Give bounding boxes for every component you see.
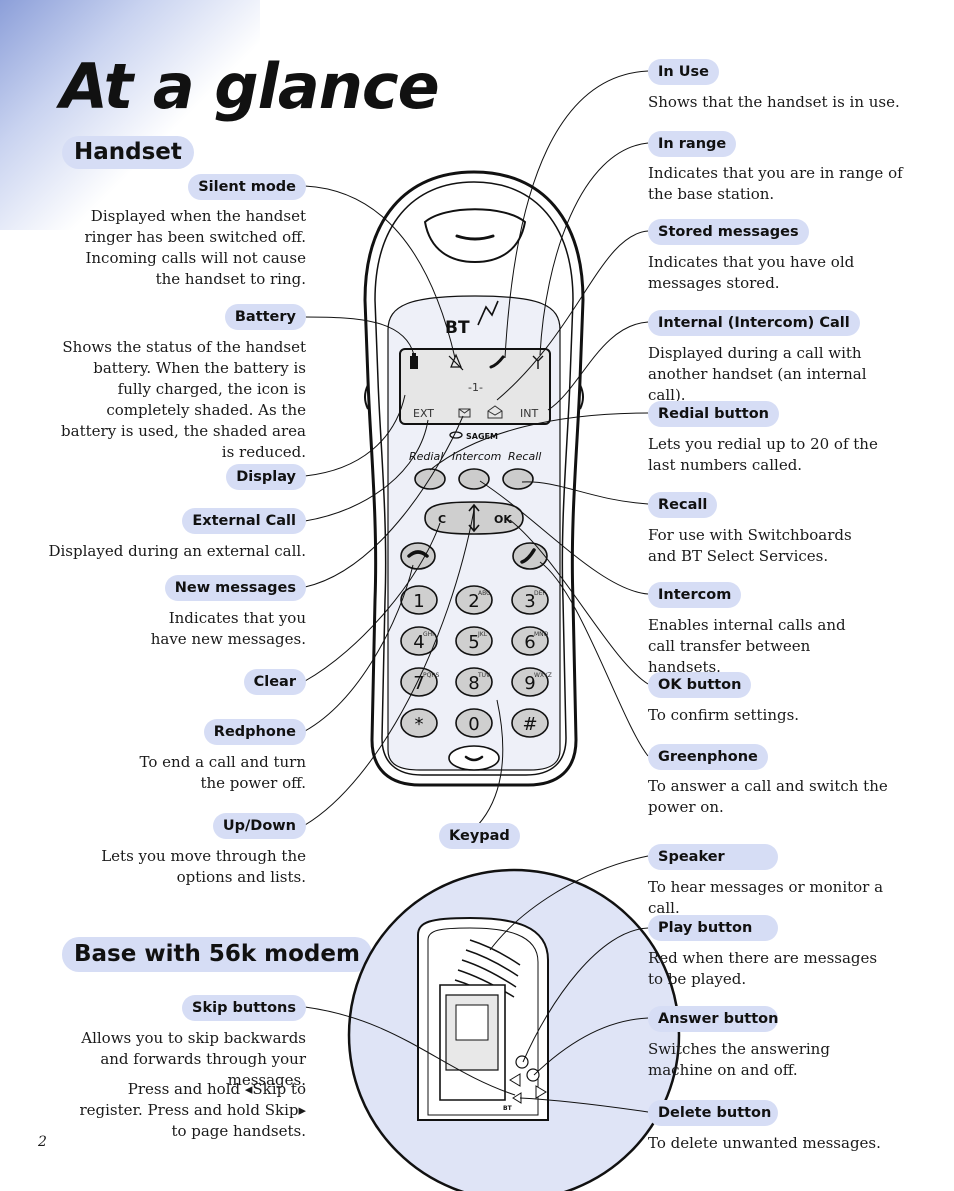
desc-silent-mode: Displayed when the handset ringer has be… bbox=[84, 207, 307, 288]
keypad-key: 0 bbox=[455, 708, 493, 738]
nav-ok-label: OK bbox=[494, 513, 512, 526]
label-battery: Battery bbox=[224, 304, 306, 330]
page-number: 2 bbox=[38, 1134, 47, 1150]
label-stored-messages: Stored messages bbox=[648, 219, 809, 245]
keypad-key: 1 bbox=[400, 585, 438, 615]
desc-answer-button: Switches the answering machine on and of… bbox=[648, 1040, 830, 1079]
screen-center-text: -1- bbox=[468, 381, 483, 394]
desc-in-range: Indicates that you are in range of the b… bbox=[648, 164, 903, 203]
page-title: At a glance bbox=[60, 50, 440, 123]
label-in-use: In Use bbox=[648, 59, 720, 85]
keypad-letters: PQRS bbox=[423, 672, 440, 679]
phone-brand: BT bbox=[445, 318, 470, 338]
label-answer-button: Answer button bbox=[648, 1006, 778, 1032]
desc-redphone: To end a call and turn the power off. bbox=[139, 753, 306, 792]
desc-ok-button: To confirm settings. bbox=[648, 706, 800, 724]
softkey-label-recall: Recall bbox=[508, 450, 541, 463]
keypad-digit: # bbox=[522, 714, 537, 735]
desc-greenphone: To answer a call and switch the power on… bbox=[648, 777, 888, 816]
leader-lines bbox=[304, 70, 649, 1113]
keypad-digit: 2 bbox=[468, 591, 479, 612]
section-heading-base: Base with 56k modem bbox=[62, 937, 372, 972]
keypad-digit: 9 bbox=[524, 673, 535, 694]
keypad-digit: 7 bbox=[413, 673, 424, 694]
desc-new-messages: Indicates that you have new messages. bbox=[150, 609, 306, 648]
label-up-down: Up/Down bbox=[212, 813, 306, 839]
base-illustration: BT bbox=[347, 868, 681, 1191]
label-redial-button: Redial button bbox=[648, 401, 780, 427]
keypad-digit: 3 bbox=[524, 591, 535, 612]
nav-clear-label: C bbox=[438, 513, 446, 526]
label-intercom: Intercom bbox=[648, 582, 742, 608]
svg-text:BT: BT bbox=[503, 1105, 513, 1112]
desc-in-use: Shows that the handset is in use. bbox=[648, 93, 900, 111]
label-new-messages: New messages bbox=[164, 575, 306, 601]
phone-maker: SAGEM bbox=[466, 432, 498, 441]
keypad-letters: DEF bbox=[534, 590, 546, 597]
screen-int-text: INT bbox=[520, 407, 538, 420]
label-silent-mode: Silent mode bbox=[188, 174, 306, 200]
keypad-letters: TUV bbox=[477, 672, 491, 679]
desc-speaker: To hear messages or monitor a call. bbox=[648, 878, 884, 917]
handset-illustration: BT -1- EXT INT SAGEM Redial Intercom Rec… bbox=[363, 170, 585, 787]
label-greenphone: Greenphone bbox=[648, 744, 768, 770]
desc-external-call: Displayed during an external call. bbox=[48, 542, 306, 560]
desc-battery: Shows the status of the handset battery.… bbox=[61, 338, 306, 461]
keypad-digit: * bbox=[415, 714, 424, 735]
keypad-letters: WXYZ bbox=[534, 672, 552, 679]
desc-delete-button: To delete unwanted messages. bbox=[648, 1134, 881, 1152]
keypad-letters: GHI bbox=[423, 631, 434, 638]
label-redphone: Redphone bbox=[203, 719, 306, 745]
desc-skip-buttons-hold: Press and hold ◂Skip to register. Press … bbox=[79, 1080, 306, 1140]
desc-up-down: Lets you move through the options and li… bbox=[101, 847, 306, 886]
keypad-digit: 1 bbox=[413, 591, 424, 612]
keypad-key: * bbox=[400, 708, 438, 738]
label-clear: Clear bbox=[243, 669, 306, 695]
label-play-button: Play button bbox=[648, 915, 778, 941]
desc-redial-button: Lets you redial up to 20 of the last num… bbox=[648, 435, 878, 474]
softkey-label-intercom: Intercom bbox=[452, 450, 501, 463]
label-in-range: In range bbox=[648, 131, 737, 157]
keypad-digit: 8 bbox=[468, 673, 479, 694]
label-skip-buttons: Skip buttons bbox=[182, 995, 306, 1021]
label-ok-button: OK button bbox=[648, 672, 752, 698]
section-heading-handset: Handset bbox=[62, 136, 194, 169]
desc-skip-buttons: Allows you to skip backwards and forward… bbox=[81, 1029, 306, 1089]
softkey-label-redial: Redial bbox=[409, 450, 443, 463]
desc-intercom: Enables internal calls and call transfer… bbox=[648, 616, 846, 676]
keypad-digit: 4 bbox=[413, 632, 424, 653]
label-external-call: External Call bbox=[182, 508, 306, 534]
label-keypad: Keypad bbox=[439, 823, 520, 849]
label-delete-button: Delete button bbox=[648, 1100, 778, 1126]
desc-stored-messages: Indicates that you have old messages sto… bbox=[648, 253, 855, 292]
label-recall: Recall bbox=[648, 492, 718, 518]
desc-recall: For use with Switchboards and BT Select … bbox=[648, 526, 852, 565]
label-display: Display bbox=[226, 464, 306, 490]
keypad-digit: 5 bbox=[468, 632, 479, 653]
desc-play-button: Red when there are messages to be played… bbox=[648, 949, 878, 988]
keypad-letters: ABC bbox=[478, 590, 490, 597]
keypad-letters: JKL bbox=[477, 631, 488, 638]
screen-ext-text: EXT bbox=[413, 407, 434, 420]
keypad-letters: MNO bbox=[534, 631, 549, 638]
keypad-key: # bbox=[511, 708, 549, 738]
keypad-digit: 0 bbox=[468, 714, 479, 735]
keypad-digit: 6 bbox=[524, 632, 535, 653]
desc-internal-call: Displayed during a call with another han… bbox=[648, 344, 867, 404]
label-internal-call: Internal (Intercom) Call bbox=[648, 310, 860, 336]
label-speaker: Speaker bbox=[648, 844, 778, 870]
